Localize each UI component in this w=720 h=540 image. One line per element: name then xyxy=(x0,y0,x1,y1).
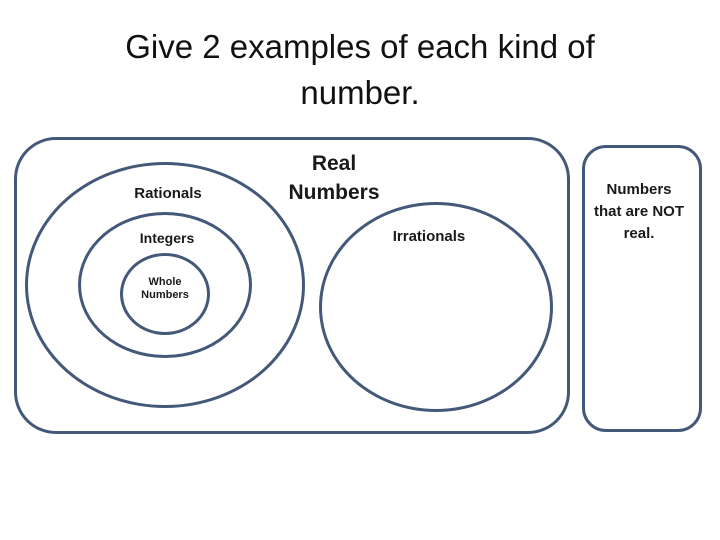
whole-numbers-label-line-1: Whole xyxy=(148,276,182,288)
not-real-label: Numbers that are NOT real. xyxy=(582,179,696,245)
slide-title-line-2: number. xyxy=(300,74,420,111)
rationals-ellipse xyxy=(25,162,305,408)
real-numbers-container-shape xyxy=(14,137,570,434)
whole-numbers-label: Whole Numbers xyxy=(115,276,215,302)
slide-title-line-1: Give 2 examples of each kind of xyxy=(125,28,595,65)
real-numbers-label: Real Numbers xyxy=(274,149,394,207)
irrationals-ellipse xyxy=(319,202,553,412)
integers-ellipse xyxy=(78,212,252,358)
real-numbers-label-line-1: Real xyxy=(311,152,357,175)
not-real-label-line-3: real. xyxy=(623,225,655,242)
irrationals-label: Irrationals xyxy=(392,228,466,245)
not-real-container-shape xyxy=(582,145,702,432)
real-numbers-label-line-2: Numbers xyxy=(288,181,380,204)
rationals-label: Rationals xyxy=(134,185,202,202)
not-real-label-line-1: Numbers xyxy=(606,181,672,198)
whole-numbers-label-line-2: Numbers xyxy=(141,289,189,301)
slide-title: Give 2 examples of each kind of number. xyxy=(0,24,720,116)
integers-label: Integers xyxy=(139,230,195,246)
whole-numbers-ellipse xyxy=(120,253,210,335)
not-real-label-line-2: that are NOT xyxy=(593,203,684,220)
